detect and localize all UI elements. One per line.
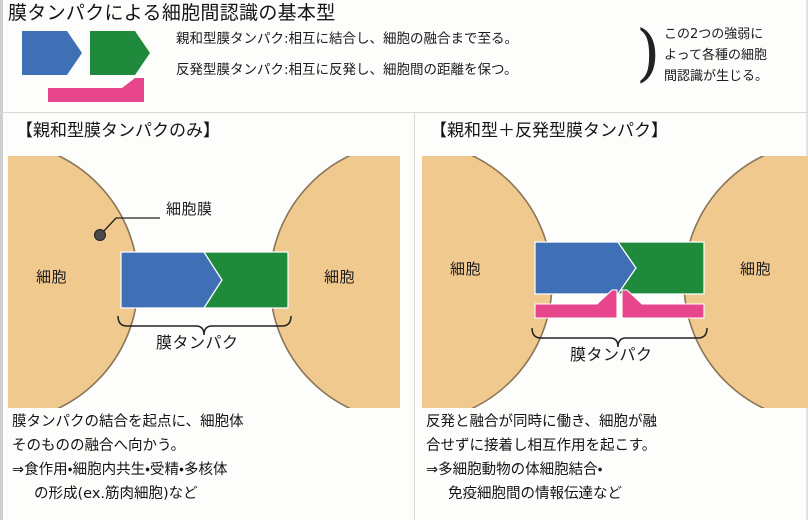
protein-brace — [117, 315, 292, 336]
caption-line: そのものの融合へ向かう。 — [12, 438, 186, 454]
legend-note-line-3: 間認識が生じる。 — [664, 69, 769, 84]
legend-note-line-1: この2つの強弱に — [664, 27, 764, 42]
membrane-callout-leader — [102, 217, 117, 233]
membrane-callout-label: 細胞膜 — [166, 200, 213, 218]
legend-repulsion-label: 反発型膜タンパク:相互に反発し、細胞間の距離を保つ。 — [176, 62, 518, 78]
caption-line: 反発と融合が同時に働き、細胞が融 — [426, 414, 657, 430]
legend-affinity-blue-icon — [22, 31, 82, 75]
legend-repulsion-pink-icon — [48, 78, 144, 102]
header-divider — [0, 112, 808, 113]
cell-left-label: 細胞 — [36, 268, 68, 286]
cell-left — [271, 141, 553, 423]
caption-line: 免疫細胞間の情報伝達など — [448, 486, 622, 502]
protein-brace-label: 膜タンパク — [156, 333, 239, 352]
cell-right-label: 細胞 — [740, 260, 772, 278]
caption-line: ⇒多細胞動物の体細胞結合・ — [426, 462, 603, 478]
caption-line: の形成(ex.筋肉細胞)など — [34, 486, 198, 502]
protein-brace — [531, 327, 708, 348]
protein-affinity-blue — [120, 251, 223, 309]
panel-heading: 【親和型膜タンパクのみ】 — [16, 121, 220, 141]
protein-repulsion-pink-right — [621, 289, 705, 319]
legend-affinity-green-icon — [90, 31, 150, 75]
legend-affinity-label: 親和型膜タンパク:相互に結合し、細胞の融合まで至る。 — [176, 31, 519, 47]
cell-left — [0, 141, 139, 423]
panel-affinity-plus-repulsion: 【親和型＋反発型膜タンパク】 細胞 細胞 膜タンパク 反発と融合が同時に働き、細… — [271, 118, 808, 520]
panel-heading: 【親和型＋反発型膜タンパク】 — [430, 121, 668, 141]
panel-caption: 膜タンパクの結合を起点に、細胞体 そのものの融合へ向かう。 ⇒食作用・細胞内共生… — [12, 410, 404, 506]
protein-affinity-green — [616, 241, 705, 295]
protein-repulsion-pink-left — [534, 289, 618, 319]
cell-left-label: 細胞 — [450, 260, 482, 278]
panel-diagram: 細胞 細胞 膜タンパク — [271, 141, 808, 423]
panel-caption: 反発と融合が同時に働き、細胞が融 合せずに接着し相互作用を起こす。 ⇒多細胞動物… — [426, 410, 808, 506]
legend-note-line-2: よって各種の細胞 — [664, 48, 767, 63]
membrane-callout-dot — [94, 229, 106, 241]
cell-right-label: 細胞 — [324, 268, 356, 286]
caption-line: ⇒食作用・細胞内共生・受精・多核体 — [12, 462, 228, 478]
scan-edge-left — [0, 0, 3, 520]
caption-line: 合せずに接着し相互作用を起こす。 — [426, 438, 657, 454]
panel-divider — [414, 112, 415, 520]
caption-line: 膜タンパクの結合を起点に、細胞体 — [12, 414, 244, 430]
protein-brace-label: 膜タンパク — [570, 345, 653, 364]
legend-note: この2つの強弱に よって各種の細胞 間認識が生じる。 — [664, 24, 804, 87]
page-title: 膜タンパクによる細胞間認識の基本型 — [8, 2, 336, 24]
panel-diagram: 細胞 細胞 細胞膜 膜タンパク — [0, 141, 551, 423]
protein-affinity-blue — [534, 241, 637, 295]
protein-affinity-green — [202, 251, 289, 309]
legend-brace: ) — [636, 16, 661, 89]
panel-affinity-only: 【親和型膜タンパクのみ】 細胞 細胞 細胞膜 膜タンパク — [0, 118, 551, 520]
legend-shapes — [22, 28, 167, 104]
